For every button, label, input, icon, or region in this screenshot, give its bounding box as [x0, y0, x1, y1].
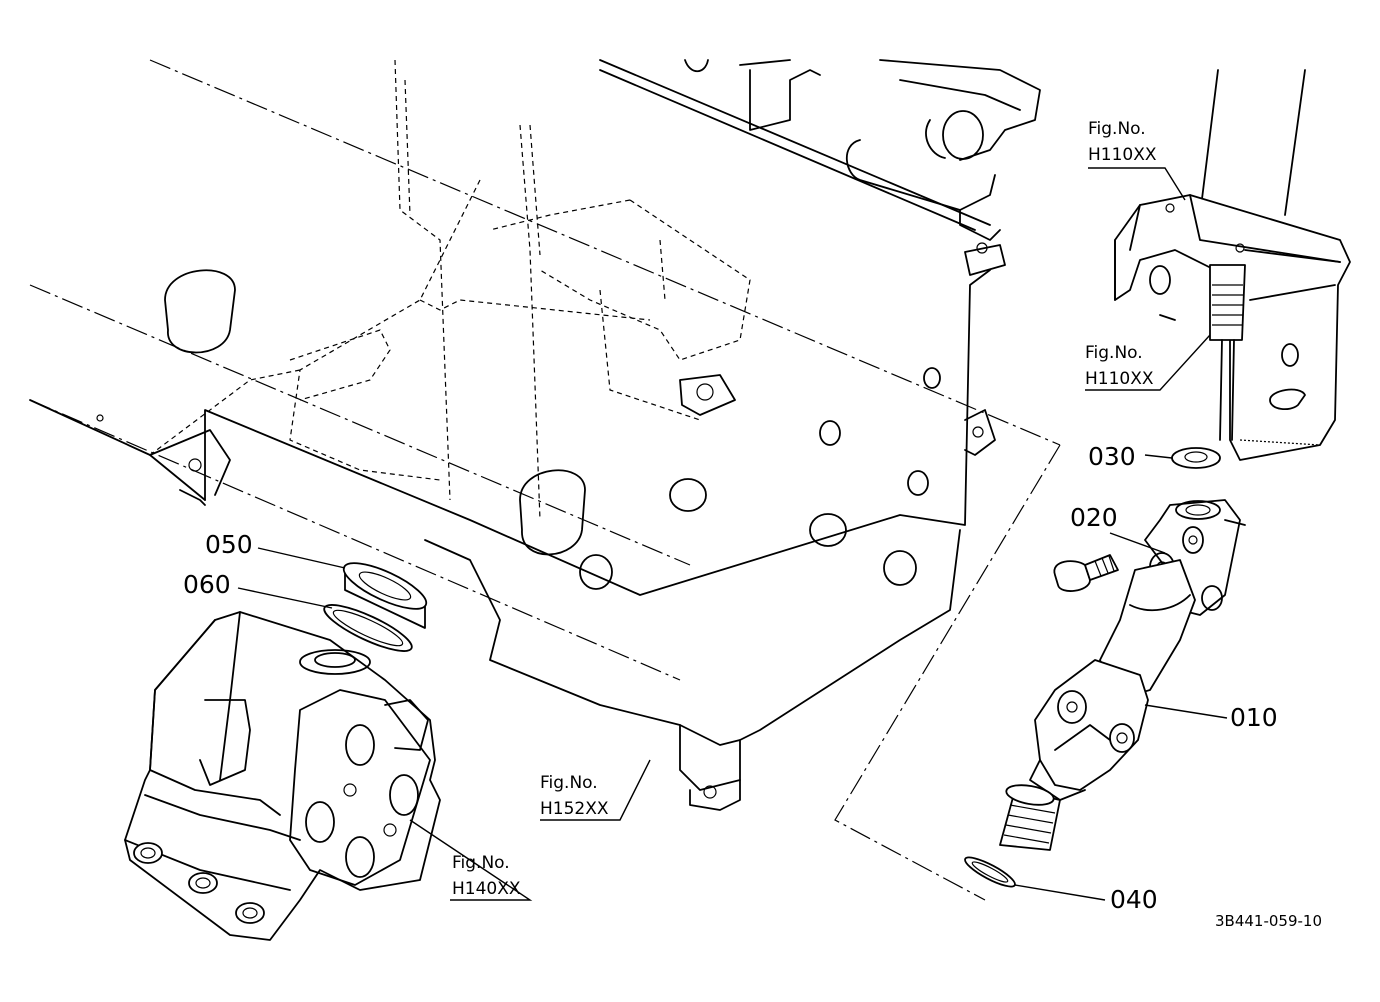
- ref-code: H152XX: [540, 799, 609, 819]
- figure-reference-h110-lower: Fig.No. H110XX: [1085, 343, 1154, 389]
- ref-code: H140XX: [452, 879, 521, 899]
- pump-bolts: [133, 842, 265, 924]
- drawing-code: 3B441-059-10: [1215, 912, 1322, 930]
- ref-prefix: Fig.No.: [540, 773, 598, 793]
- figure-reference-h140: Fig.No. H140XX: [452, 853, 521, 899]
- part-020-bolt: [1053, 554, 1119, 592]
- leader-lines: [237, 167, 1228, 901]
- part-010-universal-joint: [999, 499, 1246, 851]
- chassis-frame: [29, 59, 1061, 901]
- callout-030: 030: [1088, 442, 1136, 471]
- ref-prefix: Fig.No.: [1085, 343, 1143, 363]
- figure-reference-h152: Fig.No. H152XX: [540, 773, 609, 819]
- callout-040: 040: [1110, 885, 1158, 914]
- ref-prefix: Fig.No.: [452, 853, 510, 873]
- part-050-bushing: [342, 562, 428, 629]
- steering-unit-h140: [124, 611, 441, 941]
- part-040-clip: [964, 856, 1016, 888]
- figure-reference-h110-upper: Fig.No. H110XX: [1088, 119, 1157, 165]
- ref-code: H110XX: [1088, 145, 1157, 165]
- callout-020: 020: [1070, 503, 1118, 532]
- part-060-ring: [323, 604, 413, 652]
- callout-010: 010: [1230, 703, 1278, 732]
- ref-code: H110XX: [1085, 369, 1154, 389]
- callout-050: 050: [205, 530, 253, 559]
- steering-column-h110: [1114, 69, 1351, 461]
- callout-060: 060: [183, 570, 231, 599]
- ref-prefix: Fig.No.: [1088, 119, 1146, 139]
- part-030-washer: [1171, 447, 1221, 469]
